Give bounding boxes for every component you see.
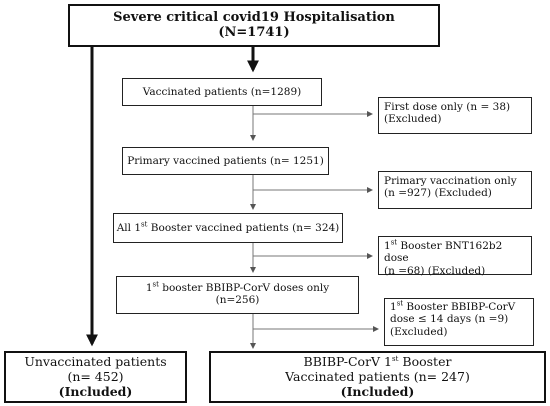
excl4-line3: (Excluded) (390, 325, 448, 338)
excl4-line1-pre: 1 (390, 301, 397, 313)
step-booster-label-sup: st (141, 220, 148, 229)
exclusion-bnt162b2: 1st Booster BNT162b2 dose (n =68) (Exclu… (378, 236, 532, 277)
top-title: Severe critical covid19 Hospitalisation (113, 10, 395, 25)
excl1-line1: First dose only (n = 38) (384, 101, 511, 113)
step-bbibp-label-sup: st (152, 280, 159, 289)
excl1-line2: (Excluded) (384, 113, 442, 126)
step-vaccinated: Vaccinated patients (n=1289) (122, 78, 322, 106)
result-unvaccinated-label: Unvaccinated patients (24, 354, 167, 369)
result-booster-line1-post: Booster (398, 354, 452, 369)
excl3-line2: (n =68) (Excluded) (384, 264, 486, 277)
top-count: (N=1741) (218, 25, 290, 41)
excl4-line1-sup: st (396, 299, 404, 308)
excl4-line1-post: Booster BBIBP-CorV (403, 301, 516, 313)
step-bbibp-label-pre: 1 (145, 282, 153, 294)
result-booster-included: (Included) (340, 383, 415, 399)
result-booster-line1-sup: st (392, 354, 399, 363)
result-booster-count: Vaccinated patients (n= 247) (285, 368, 470, 384)
step-vaccinated-label: Vaccinated patients (n=1289) (142, 86, 302, 98)
excl2-line1: Primary vaccination only (384, 175, 517, 187)
exclusion-first-dose: First dose only (n = 38) (Excluded) (378, 97, 532, 134)
step-bbibp-count: (n=256) (215, 294, 260, 307)
excl4-line2: dose ≤ 14 days (n =9) (390, 313, 509, 326)
excl3-line1-pre: 1 (384, 240, 391, 252)
step-first-booster: All 1st Booster vaccined patients (n= 32… (113, 213, 343, 243)
step-bbibp-only: 1st booster BBIBP-CorV doses only (n=256… (116, 276, 359, 314)
step-primary-vaccinated: Primary vaccined patients (n= 1251) (122, 147, 329, 175)
step-bbibp-label-post: booster BBIBP-CorV doses only (158, 282, 330, 294)
result-unvaccinated-included: (Included) (58, 383, 133, 399)
excl3-line1-sup: st (390, 238, 398, 247)
step-primary-label: Primary vaccined patients (n= 1251) (127, 155, 324, 167)
exclusion-under-14-days: 1st Booster BBIBP-CorV dose ≤ 14 days (n… (384, 298, 534, 346)
result-bbibp-booster: BBIBP-CorV 1st Booster Vaccinated patien… (209, 351, 546, 403)
result-unvaccinated-count: (n= 452) (67, 368, 124, 384)
exclusion-primary-only: Primary vaccination only (n =927) (Exclu… (378, 171, 532, 209)
step-booster-label-post: Booster vaccined patients (n= 324) (147, 222, 340, 234)
result-booster-line1-pre: BBIBP-CorV 1 (303, 354, 393, 369)
excl3-line1-post: Booster BNT162b2 dose (384, 240, 503, 265)
result-unvaccinated: Unvaccinated patients (n= 452) (Included… (4, 351, 187, 403)
excl2-line2: (n =927) (Excluded) (384, 187, 492, 200)
step-booster-label-pre: All 1 (116, 222, 142, 234)
top-box: Severe critical covid19 Hospitalisation … (68, 4, 440, 47)
